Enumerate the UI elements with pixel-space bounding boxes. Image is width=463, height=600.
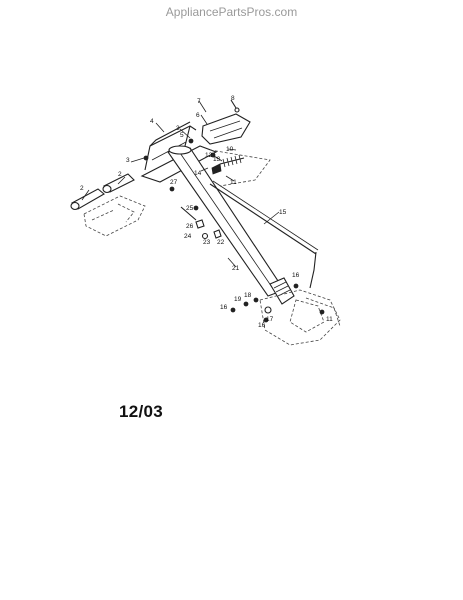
bottom-bracket	[259, 277, 341, 346]
callout-19: 19	[234, 296, 242, 303]
callout-18: 18	[244, 292, 252, 299]
callout-15: 15	[279, 209, 287, 216]
callout-2a: 2	[80, 185, 84, 192]
hardware-bolts	[143, 138, 325, 323]
callout-5: 5	[180, 132, 184, 139]
callout-23: 23	[203, 239, 211, 246]
callout-10: 10	[226, 146, 234, 153]
callout-16c: 16	[258, 322, 266, 329]
callout-24: 24	[184, 233, 192, 240]
callout-12: 12	[205, 152, 213, 159]
callout-27: 27	[170, 179, 178, 186]
control-cable	[209, 180, 319, 289]
handle-grip-left	[70, 188, 105, 211]
callout-11b: 11	[326, 316, 333, 323]
ghost-handlebar	[83, 195, 146, 237]
callout-labels: 2 2 3 3 4 5 6 7 8 10 11 12 13 14 15 16 1…	[80, 95, 333, 329]
callout-3a: 3	[126, 157, 130, 164]
callout-2b: 2	[118, 171, 122, 178]
callout-7: 7	[197, 98, 201, 105]
callout-13: 13	[213, 156, 221, 163]
watermark: AppliancePartsPros.com	[165, 5, 298, 19]
callout-16a: 16	[292, 272, 300, 279]
callout-11: 11	[230, 179, 237, 186]
control-ghost	[209, 149, 271, 187]
callout-25: 25	[186, 205, 194, 212]
callout-22: 22	[217, 239, 225, 246]
callout-17: 17	[266, 316, 274, 323]
callout-8: 8	[231, 95, 235, 102]
control-head	[201, 99, 251, 145]
date-code: 12/03	[119, 402, 164, 421]
callout-16b: 16	[220, 304, 228, 311]
callout-3b: 3	[176, 125, 180, 132]
callout-4: 4	[150, 118, 154, 125]
spring	[211, 154, 245, 175]
leader-lines	[81, 100, 280, 268]
callout-14: 14	[194, 170, 202, 177]
callout-6: 6	[196, 112, 200, 119]
callout-21: 21	[232, 265, 240, 272]
callout-26: 26	[186, 223, 194, 230]
